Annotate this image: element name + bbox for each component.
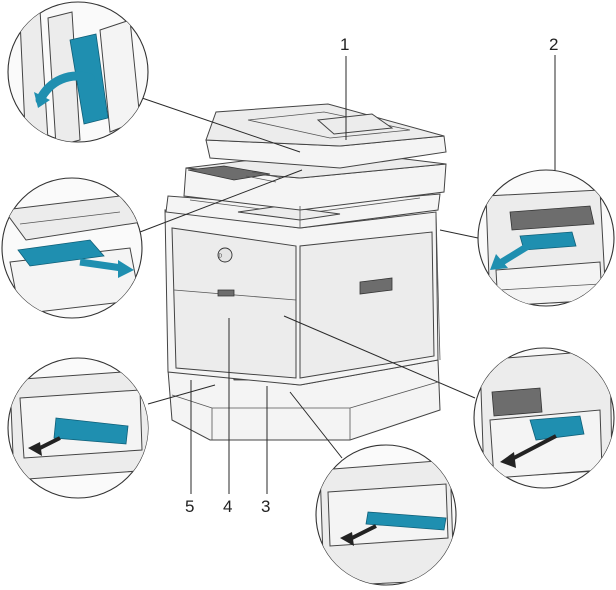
callout-3: 3 (261, 497, 270, 516)
detail-rear-cover-jam (478, 170, 614, 306)
callout-5: 5 (185, 497, 194, 516)
callout-1: 1 (340, 35, 349, 54)
detail-tray1-jam (316, 445, 456, 586)
printer-body: D (165, 104, 446, 440)
detail-adf-feed-jam (2, 178, 142, 318)
mpf-handle (218, 290, 234, 296)
detail-tray2-jam (8, 358, 152, 498)
detail-adf-cover-jam (8, 2, 148, 150)
detail-mpf-jam (474, 348, 614, 488)
callout-4: 4 (223, 497, 232, 516)
dell-logo-mark: D (219, 254, 223, 260)
front-cover (172, 228, 296, 378)
callout-2: 2 (549, 35, 558, 54)
